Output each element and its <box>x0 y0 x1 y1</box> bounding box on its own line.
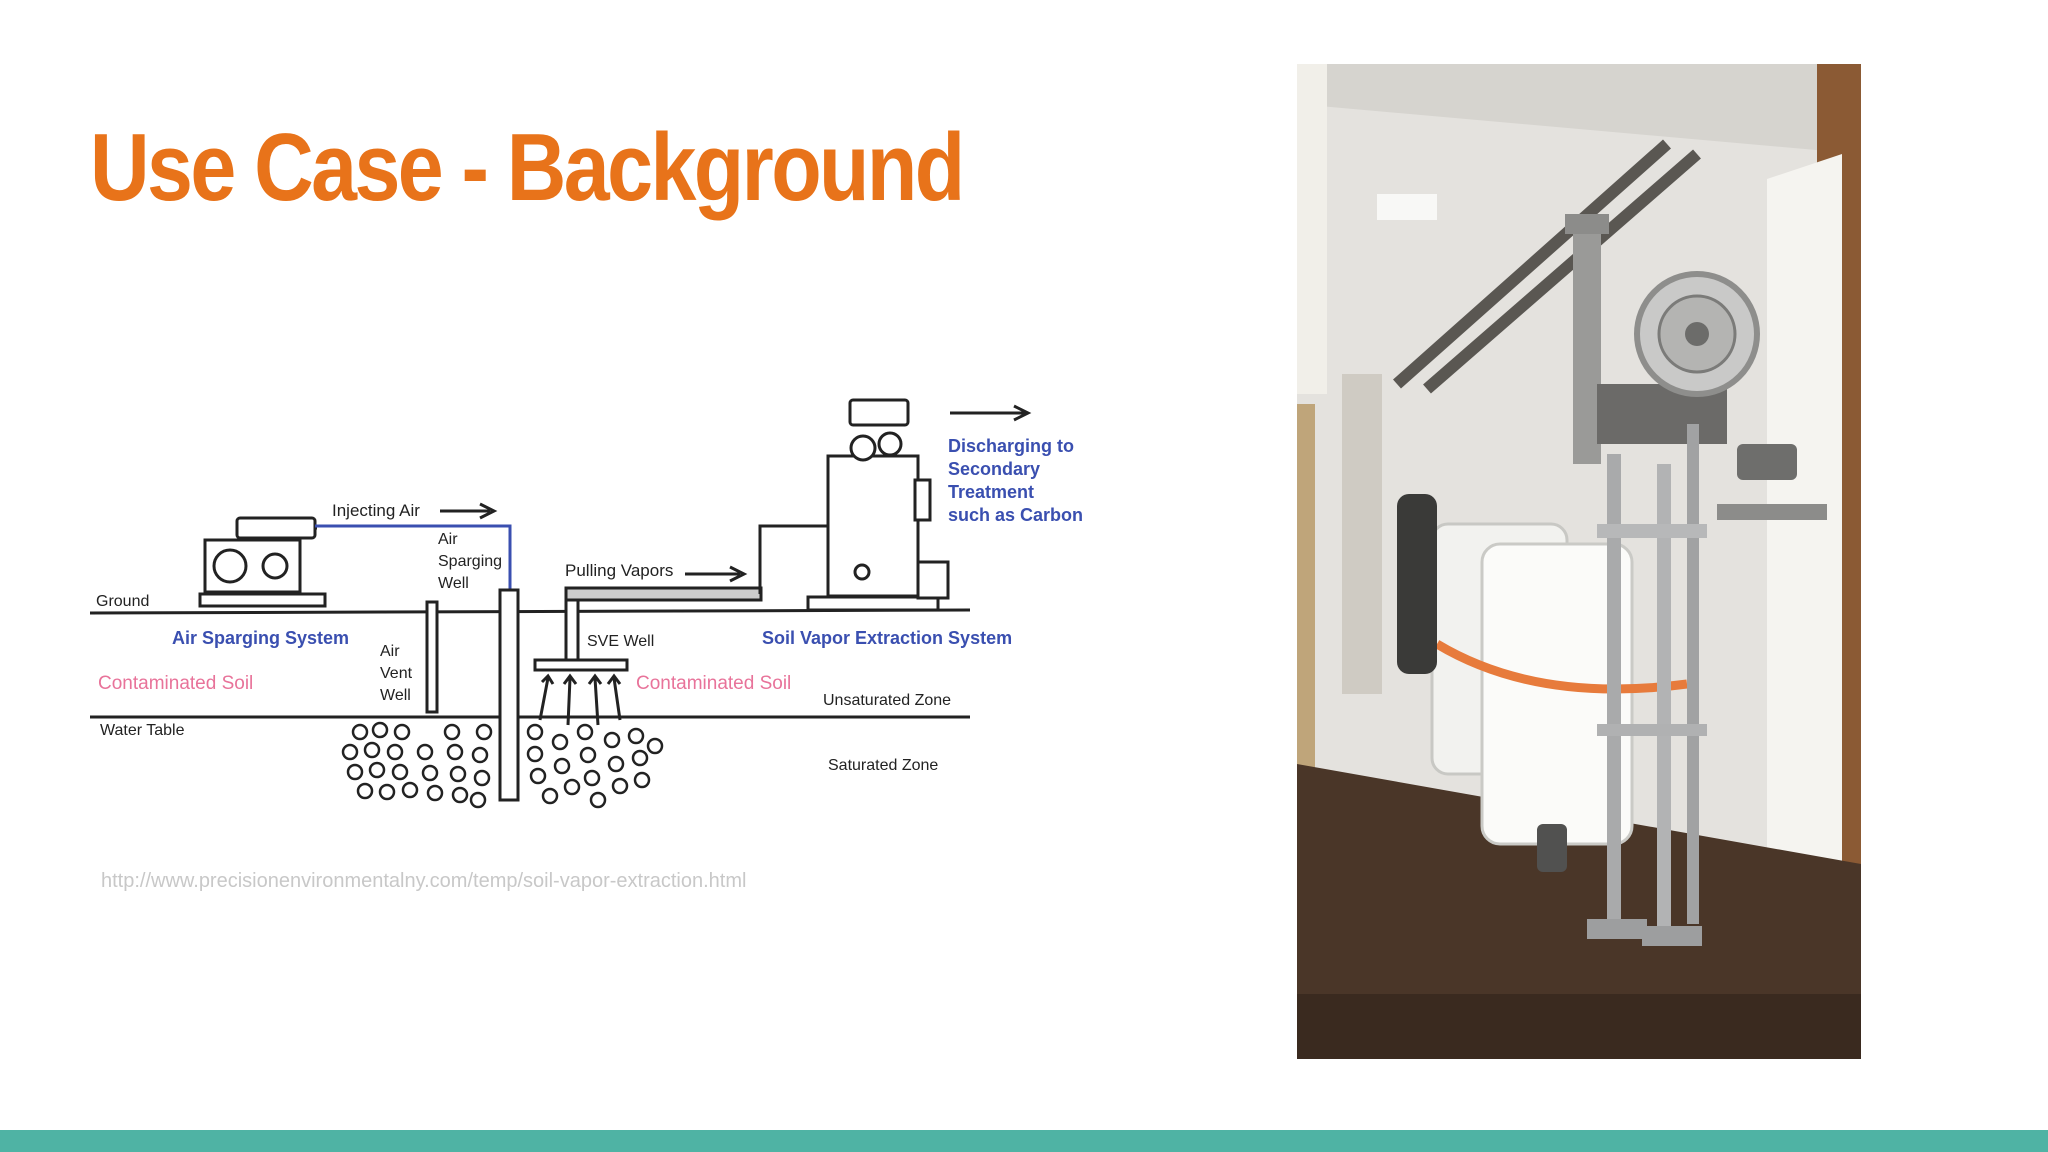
label-discharging-2: Secondary <box>948 459 1040 479</box>
air-vent-well <box>425 600 439 714</box>
label-air-vent-well-2: Vent <box>380 665 413 682</box>
label-contaminated-soil-left: Contaminated Soil <box>98 673 253 694</box>
label-ground: Ground <box>96 593 149 610</box>
slide-title: Use Case - Background <box>90 114 965 221</box>
label-air-sparging-well-3: Well <box>438 575 469 592</box>
label-water-table: Water Table <box>100 722 185 739</box>
label-sve-well: SVE Well <box>587 633 654 650</box>
vapor-arrows <box>538 673 622 726</box>
air-sparging-well <box>498 588 520 802</box>
label-air-sparging-system: Air Sparging System <box>172 628 349 648</box>
pulling-vapors-arrow <box>685 565 748 583</box>
soil-vapor-extraction-diagram: Injecting Air Air Sparging Well Pulling … <box>89 398 1083 809</box>
label-discharging-4: such as Carbon <box>948 505 1083 525</box>
label-sve-system: Soil Vapor Extraction System <box>762 628 1012 648</box>
equipment-photo <box>1297 64 1861 1059</box>
injecting-air-arrow <box>440 502 498 520</box>
saturated-zone-gravel <box>341 721 664 809</box>
label-air-vent-well-3: Well <box>380 687 411 704</box>
label-air-vent-well-1: Air <box>380 643 400 660</box>
label-saturated-zone: Saturated Zone <box>828 757 938 774</box>
source-url: http://www.precisionenvironmentalny.com/… <box>101 870 747 892</box>
air-injection-line <box>315 524 512 590</box>
label-discharging-3: Treatment <box>948 482 1034 502</box>
label-injecting-air: Injecting Air <box>332 501 420 520</box>
sve-well <box>533 586 763 672</box>
label-unsaturated-zone: Unsaturated Zone <box>823 692 951 709</box>
label-discharging-1: Discharging to <box>948 436 1074 456</box>
label-pulling-vapors: Pulling Vapors <box>565 561 673 580</box>
footer-bar <box>0 1130 2048 1152</box>
sve-blower-icon <box>806 398 950 612</box>
label-air-sparging-well-1: Air <box>438 531 458 548</box>
vapor-line <box>758 524 830 594</box>
air-compressor-icon <box>198 516 327 608</box>
label-air-sparging-well-2: Sparging <box>438 553 502 570</box>
discharge-arrow <box>950 404 1032 422</box>
label-contaminated-soil-right: Contaminated Soil <box>636 673 791 694</box>
